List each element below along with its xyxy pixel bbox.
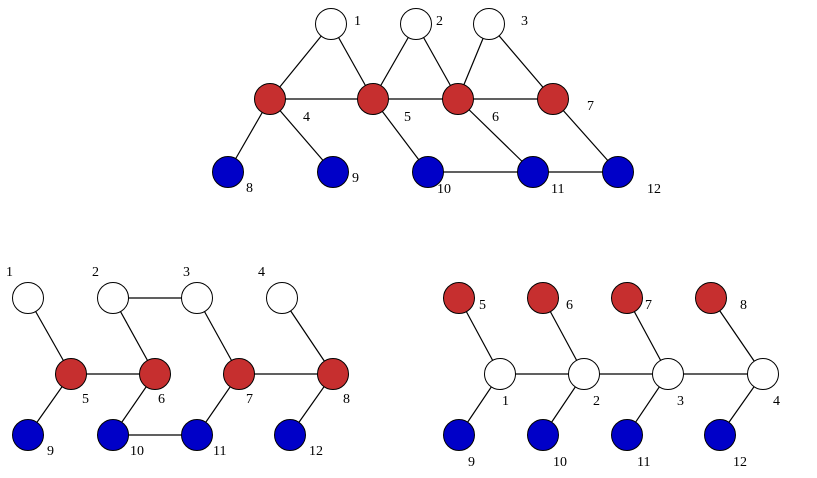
- edge-7-12: [552, 98, 619, 173]
- node-2-white: [97, 282, 129, 314]
- node-label-10: 10: [553, 455, 567, 470]
- node-label-4: 4: [773, 394, 780, 409]
- node-label-10: 10: [437, 182, 451, 197]
- edge-3-7: [488, 23, 554, 100]
- node-12-blue: [274, 419, 306, 451]
- node-label-7: 7: [587, 99, 594, 114]
- node-6-red: [139, 358, 171, 390]
- node-11-blue: [181, 419, 213, 451]
- node-label-3: 3: [677, 394, 684, 409]
- node-label-1: 1: [6, 265, 13, 280]
- node-2-white: [568, 358, 600, 390]
- node-5-red: [357, 83, 389, 115]
- node-label-5: 5: [404, 110, 411, 125]
- node-11-blue: [611, 419, 643, 451]
- node-6-red: [442, 83, 474, 115]
- node-label-4: 4: [303, 110, 310, 125]
- node-label-9: 9: [352, 171, 359, 186]
- node-label-11: 11: [637, 455, 650, 470]
- node-label-4: 4: [258, 265, 265, 280]
- node-label-7: 7: [246, 392, 253, 407]
- node-12-blue: [704, 419, 736, 451]
- node-label-6: 6: [566, 298, 573, 313]
- node-label-7: 7: [645, 298, 652, 313]
- node-5-red: [55, 358, 87, 390]
- node-10-blue: [97, 419, 129, 451]
- node-11-blue: [517, 156, 549, 188]
- node-1-white: [315, 8, 347, 40]
- node-label-1: 1: [354, 14, 361, 29]
- node-label-10: 10: [130, 444, 144, 459]
- node-label-2: 2: [92, 265, 99, 280]
- node-label-5: 5: [82, 392, 89, 407]
- edge-4-9: [269, 98, 334, 173]
- node-label-3: 3: [521, 14, 528, 29]
- node-10-blue: [412, 156, 444, 188]
- node-8-red: [317, 358, 349, 390]
- node-3-white: [473, 8, 505, 40]
- node-label-12: 12: [309, 444, 323, 459]
- node-8-red: [695, 282, 727, 314]
- node-label-5: 5: [479, 298, 486, 313]
- node-label-12: 12: [733, 455, 747, 470]
- node-label-3: 3: [183, 265, 190, 280]
- node-10-blue: [527, 419, 559, 451]
- node-label-11: 11: [551, 182, 564, 197]
- node-6-red: [527, 282, 559, 314]
- edge-1-4: [269, 23, 332, 100]
- node-9-blue: [317, 156, 349, 188]
- node-label-8: 8: [740, 298, 747, 313]
- node-label-6: 6: [158, 392, 165, 407]
- node-9-blue: [12, 419, 44, 451]
- node-3-white: [181, 282, 213, 314]
- node-label-12: 12: [647, 182, 661, 197]
- edge-6-11: [457, 98, 534, 173]
- node-label-6: 6: [492, 110, 499, 125]
- node-label-2: 2: [593, 394, 600, 409]
- node-label-8: 8: [343, 392, 350, 407]
- node-4-red: [254, 83, 286, 115]
- node-5-red: [443, 282, 475, 314]
- node-label-1: 1: [502, 394, 509, 409]
- node-7-red: [611, 282, 643, 314]
- node-label-9: 9: [47, 444, 54, 459]
- node-4-white: [266, 282, 298, 314]
- node-label-11: 11: [213, 444, 226, 459]
- node-8-blue: [212, 156, 244, 188]
- node-label-8: 8: [246, 181, 253, 196]
- node-12-blue: [602, 156, 634, 188]
- node-4-white: [747, 358, 779, 390]
- node-7-red: [223, 358, 255, 390]
- node-1-white: [484, 358, 516, 390]
- node-7-red: [537, 83, 569, 115]
- node-9-blue: [443, 419, 475, 451]
- node-3-white: [652, 358, 684, 390]
- node-label-9: 9: [468, 455, 475, 470]
- node-1-white: [12, 282, 44, 314]
- node-label-2: 2: [436, 14, 443, 29]
- node-2-white: [400, 8, 432, 40]
